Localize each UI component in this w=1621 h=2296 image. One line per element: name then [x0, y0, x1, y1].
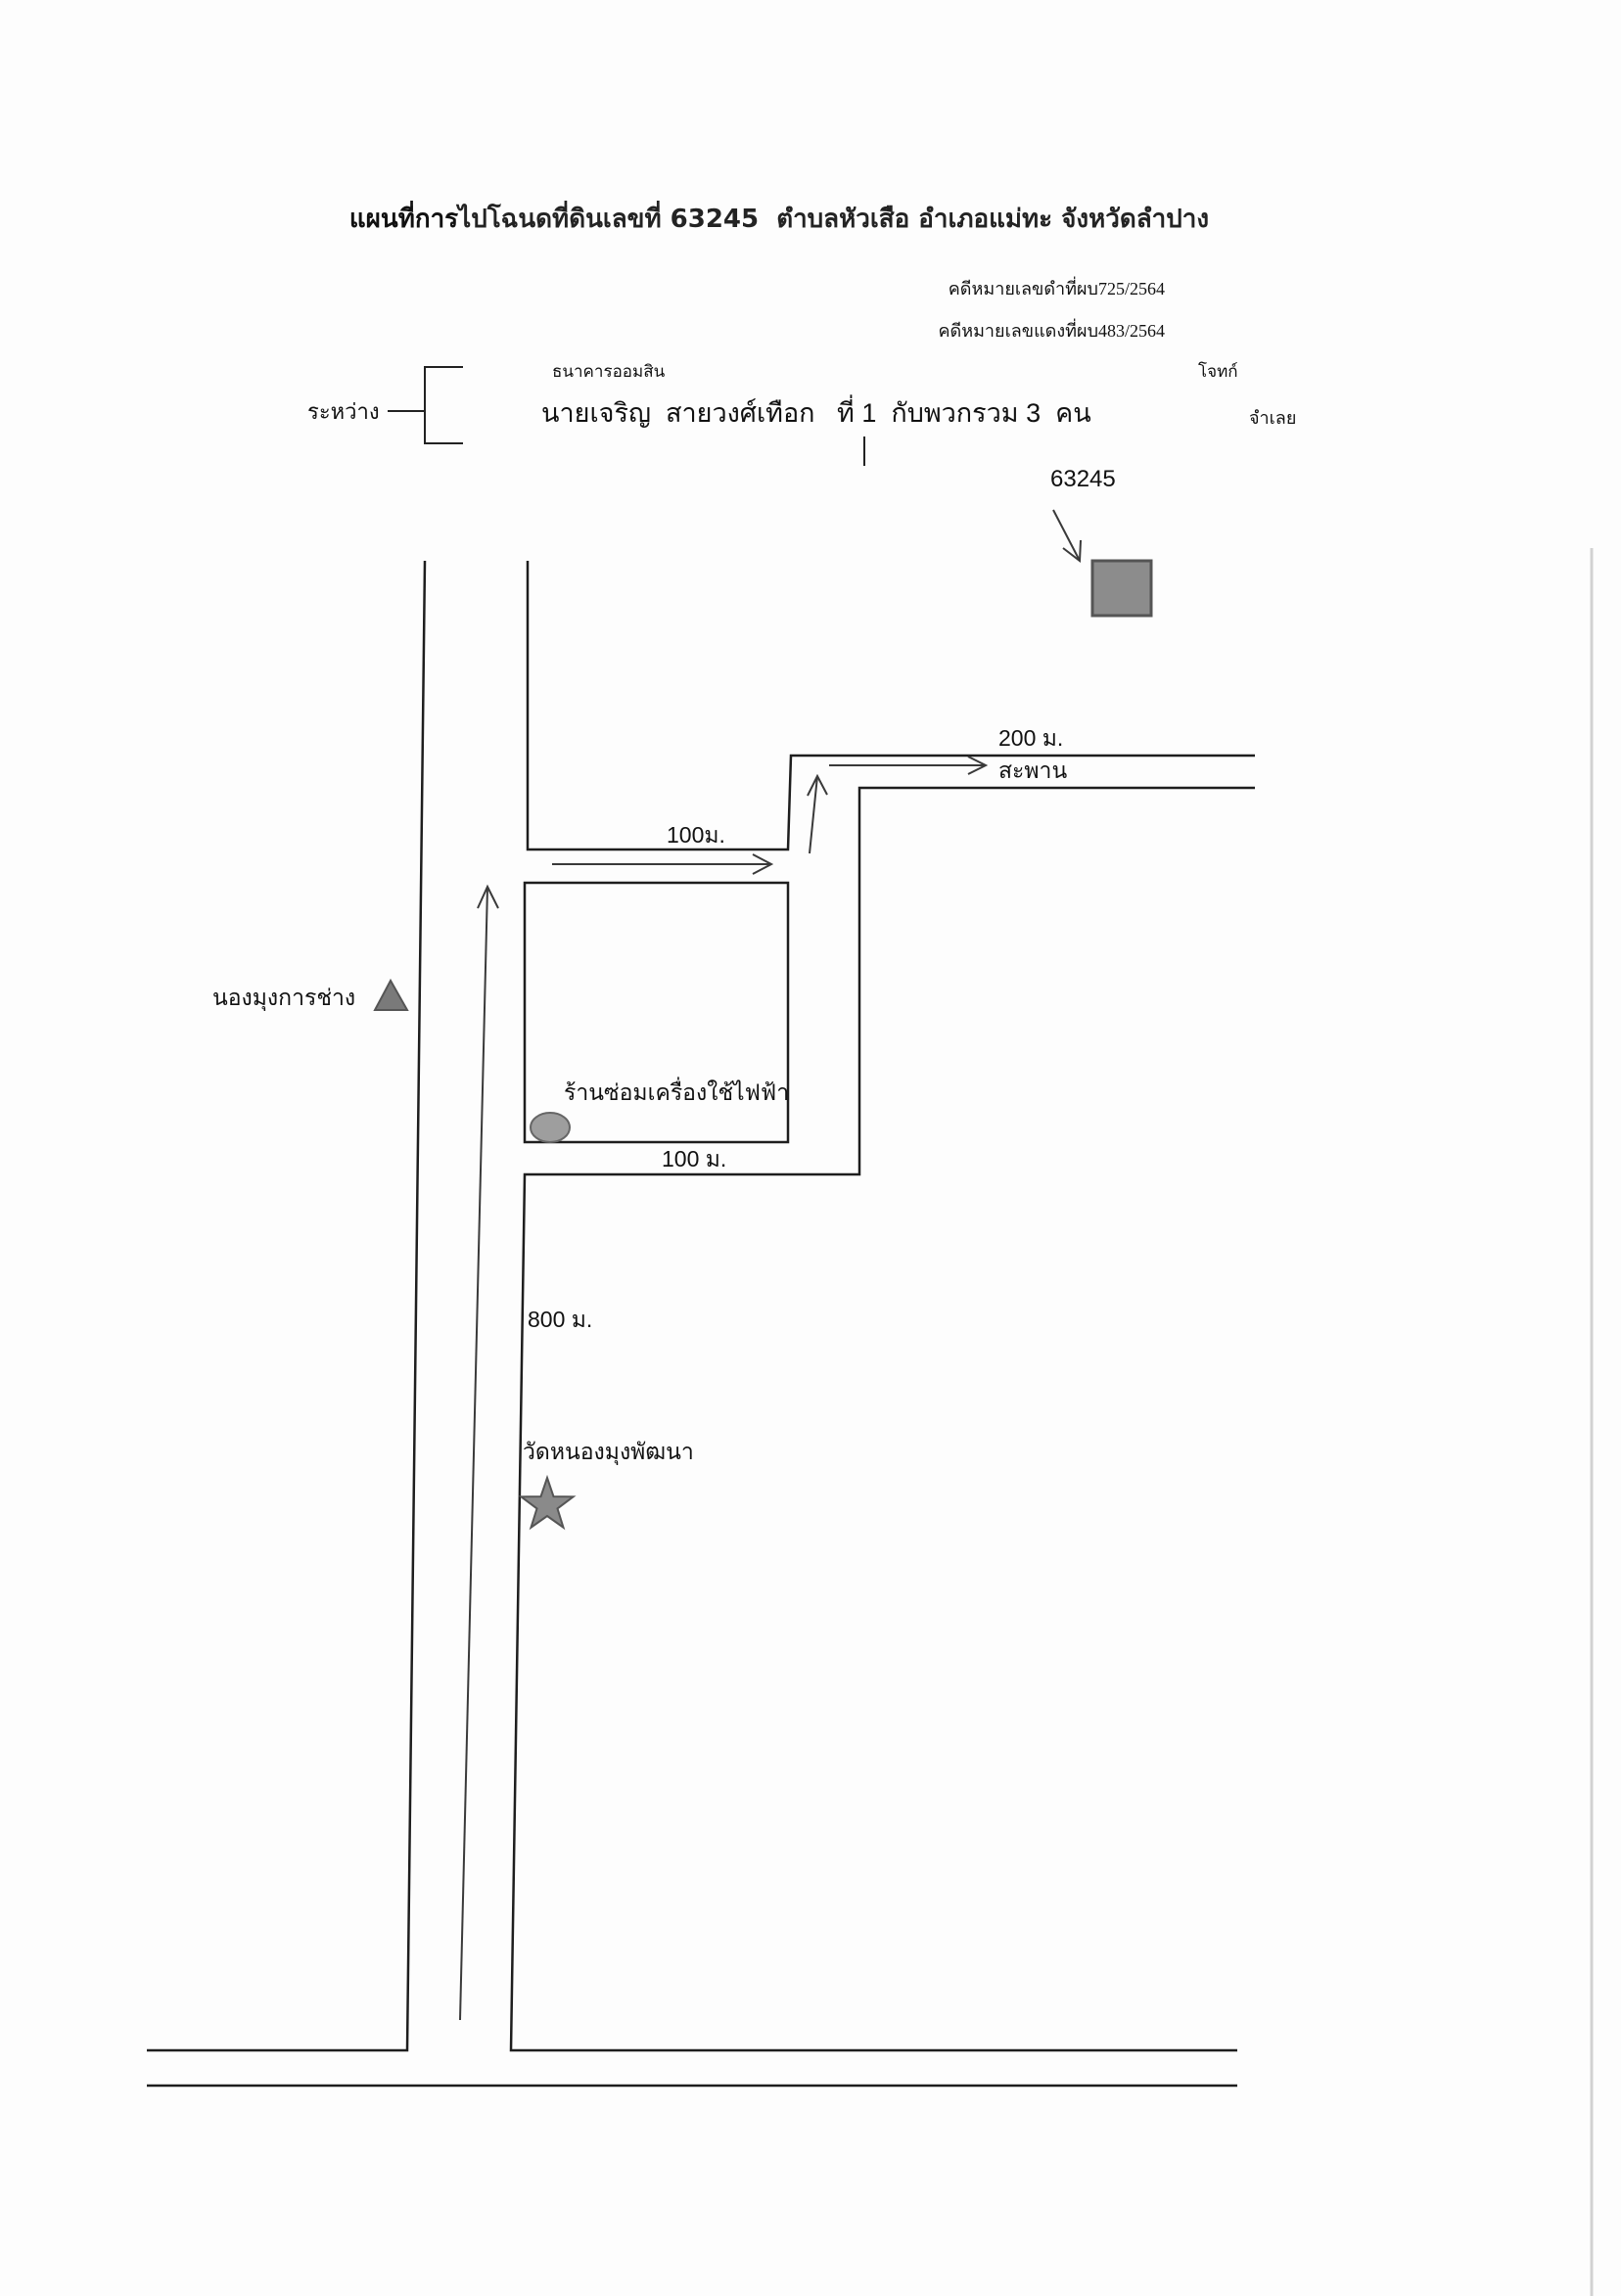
segment-top-distance: 100ม.	[667, 822, 725, 848]
road-edge-upper	[526, 561, 1255, 851]
arrow-shaft	[809, 775, 818, 854]
roads	[147, 560, 1255, 2088]
defendant-role: จำเลย	[1249, 408, 1297, 428]
destination-arrow	[1052, 509, 1082, 563]
arrow-head	[477, 884, 499, 909]
landmark-temple-label: วัดหนองมุงพัฒนา	[523, 1439, 694, 1464]
red-case-number: คดีหมายเลขแดงที่ผบ483/2564	[938, 321, 1165, 341]
map-title: แผนที่การไปโฉนดที่ดินเลขที่ 63245 ตำบลหั…	[196, 207, 1363, 232]
map-title-bold: แผนที่การ	[348, 205, 459, 234]
arrow-head	[967, 756, 989, 775]
segment-middle-distance: 100 ม.	[662, 1146, 727, 1171]
route-arrow-east	[552, 853, 774, 875]
star-icon	[518, 1474, 577, 1531]
bridge-distance-label: 200 ม.	[998, 725, 1064, 751]
plaintiff-role: โจทก์	[1198, 362, 1238, 381]
arrow-head	[752, 853, 774, 875]
square-icon	[1090, 559, 1153, 618]
landmark-repair-shop-label: ร้านซ่อมเครื่องใช้ไฟฟ้า	[564, 1079, 790, 1105]
route-arrow-north	[807, 773, 828, 854]
map-title-rest: ไปโฉนดที่ดินเลขที่ 63245 ตำบลหัวเสือ อำเ…	[458, 205, 1210, 234]
between-label: ระหว่าง	[307, 399, 380, 424]
triangle-icon	[373, 978, 409, 1011]
road-edge-west	[147, 560, 427, 2052]
city-block	[523, 881, 790, 1144]
arrow-head	[1062, 539, 1082, 563]
arrow-shaft	[1052, 509, 1081, 562]
black-case-number: คดีหมายเลขดำที่ผบ725/2564	[948, 279, 1165, 298]
plaintiff-name: ธนาคารออมสิน	[552, 362, 666, 381]
arrow-shaft	[459, 886, 488, 2021]
defendant-name: นายเจริญ สายวงศ์เทือก ที่ 1 กับพวกรวม 3 …	[541, 398, 1091, 428]
bridge-label: สะพาน	[998, 758, 1068, 783]
party-bracket	[388, 366, 463, 444]
segment-main-distance: 800 ม.	[528, 1307, 593, 1332]
circle-icon	[530, 1112, 571, 1143]
route-arrow-bridge	[829, 756, 989, 775]
route-arrow-main	[459, 884, 499, 2021]
landmark-garage-label: นองมุงการช่าง	[212, 985, 356, 1010]
arrow-head	[807, 773, 828, 797]
road-edge-main-east	[509, 786, 1255, 2052]
bracket-outline	[424, 366, 463, 444]
destination-label: 63245	[1050, 466, 1116, 492]
